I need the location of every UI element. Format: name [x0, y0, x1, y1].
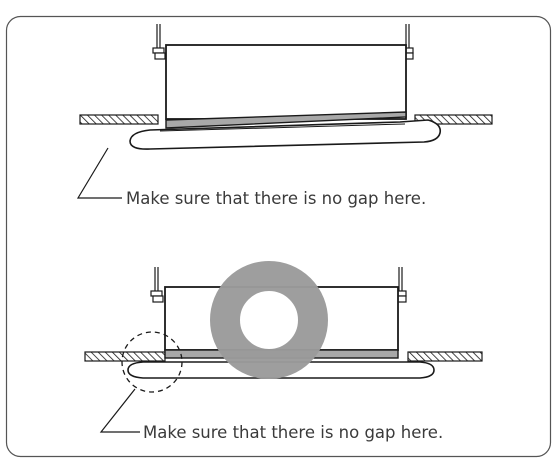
bottom-caption: Make sure that there is no gap here. — [143, 423, 443, 442]
hanger-bolt-left — [150, 267, 164, 303]
indoor-unit-body — [164, 286, 399, 351]
ceiling-left — [79, 114, 159, 125]
unit-bottom-strip — [165, 111, 407, 129]
ceiling-right — [407, 351, 483, 362]
ceiling-right — [414, 114, 493, 125]
hanger-bolt-right — [394, 267, 407, 303]
ceiling-left — [84, 351, 166, 362]
gap-check-circle — [121, 331, 183, 393]
hanger-bolt-left — [152, 24, 166, 60]
front-panel — [129, 119, 442, 150]
top-leader-line — [76, 147, 122, 199]
top-caption: Make sure that there is no gap here. — [126, 189, 426, 208]
bottom-leader-line — [99, 388, 140, 433]
indoor-unit-body — [165, 44, 407, 120]
bottom-illustration: Make sure that there is no gap here. — [84, 261, 483, 442]
top-illustration: Make sure that there is no gap here. — [76, 24, 493, 208]
highlight-ring — [210, 261, 328, 379]
